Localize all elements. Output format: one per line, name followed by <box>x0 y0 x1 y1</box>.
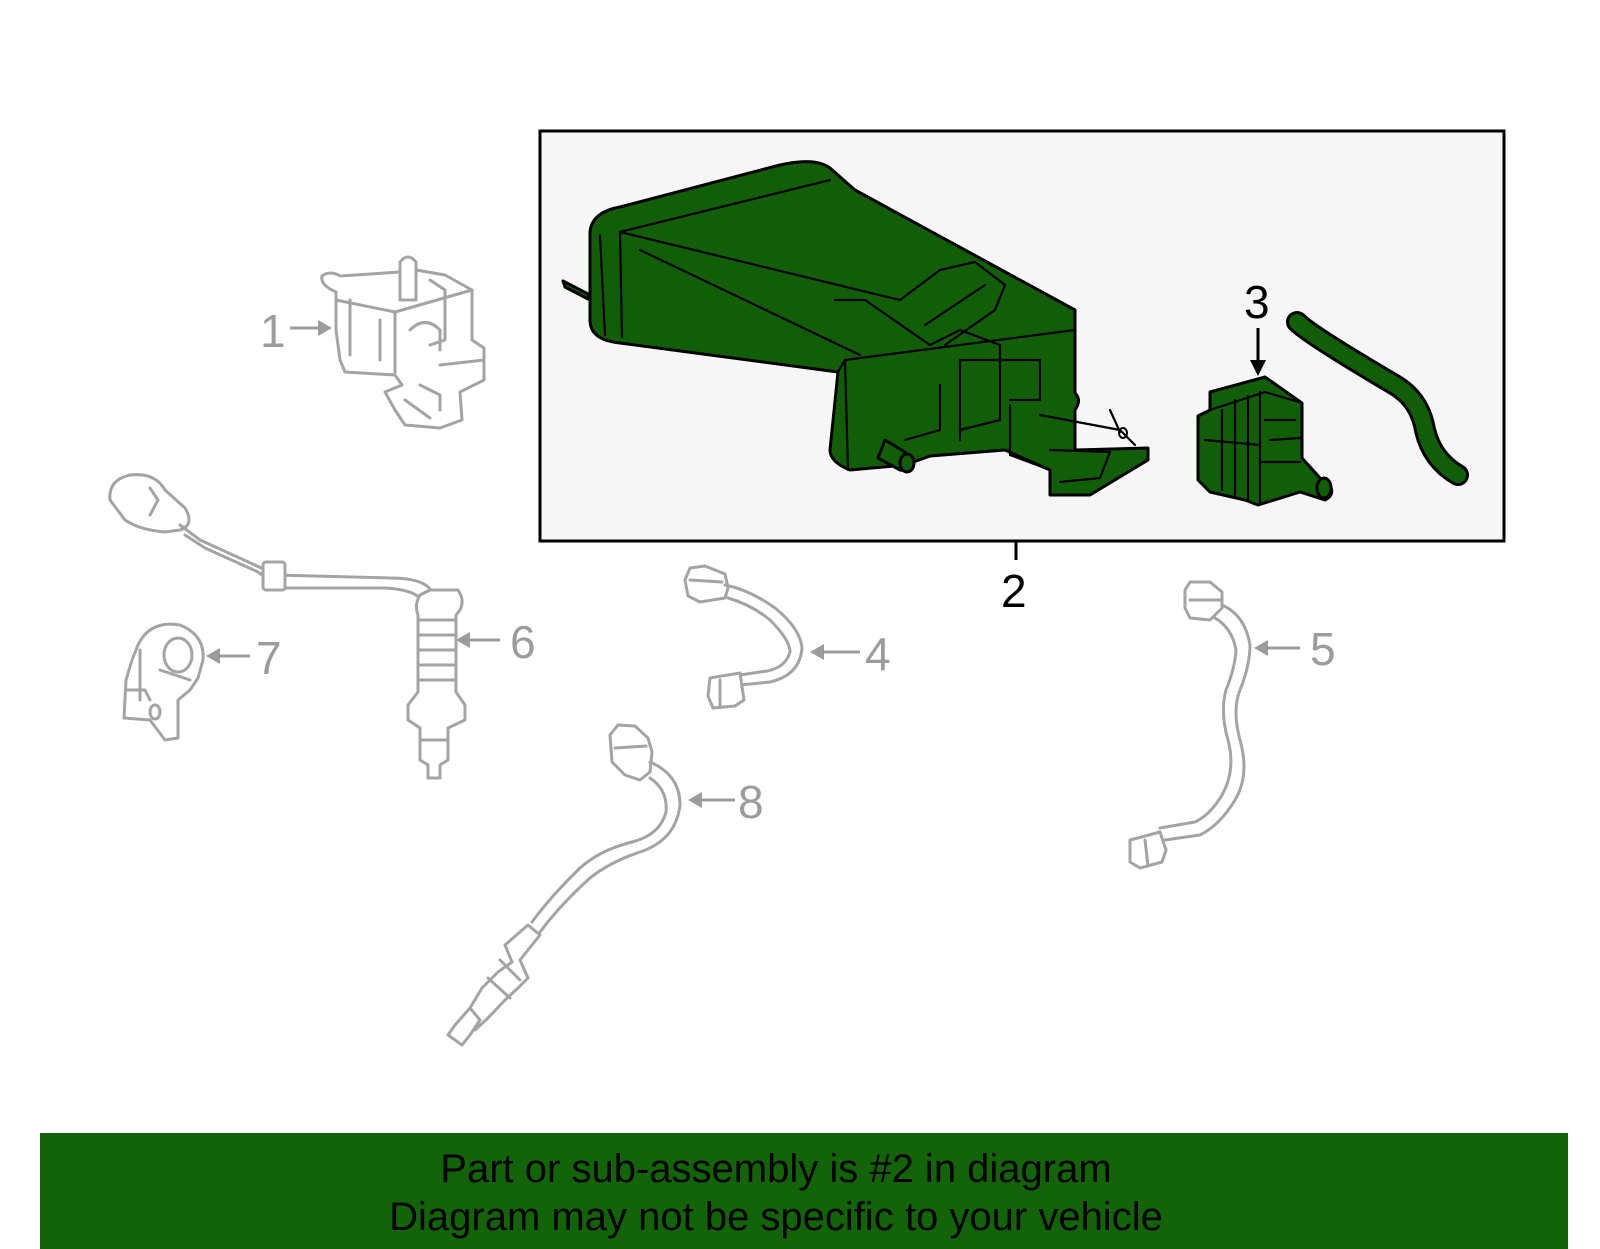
callout-7: 7 <box>256 632 282 684</box>
footer-line-2: Diagram may not be specific to your vehi… <box>389 1195 1163 1239</box>
part-8-oxygen-sensor[interactable] <box>446 723 682 1047</box>
part-3-valve[interactable] <box>1196 375 1334 507</box>
callout-5: 5 <box>1310 623 1336 675</box>
footer-banner: Part or sub-assembly is #2 in diagram Di… <box>40 1133 1568 1249</box>
callout-6: 6 <box>510 616 536 668</box>
callout-2[interactable]: 2 <box>1001 565 1027 617</box>
arrow-3 <box>1250 360 1266 376</box>
part-7-bracket[interactable] <box>122 622 205 742</box>
part-6-oxygen-sensor[interactable] <box>108 473 467 780</box>
part-hose[interactable] <box>1286 311 1469 486</box>
part-5-sensor-wire[interactable] <box>1128 580 1252 870</box>
part-4-sensor-wire[interactable] <box>683 564 804 710</box>
callout-4: 4 <box>865 628 891 680</box>
footer-line-1: Part or sub-assembly is #2 in diagram <box>440 1147 1112 1191</box>
callout-1: 1 <box>260 305 286 357</box>
part-1-solenoid-valve[interactable] <box>320 255 486 430</box>
callout-3[interactable]: 3 <box>1244 276 1270 328</box>
part-2-canister[interactable] <box>561 160 1150 497</box>
callout-8: 8 <box>738 776 764 828</box>
